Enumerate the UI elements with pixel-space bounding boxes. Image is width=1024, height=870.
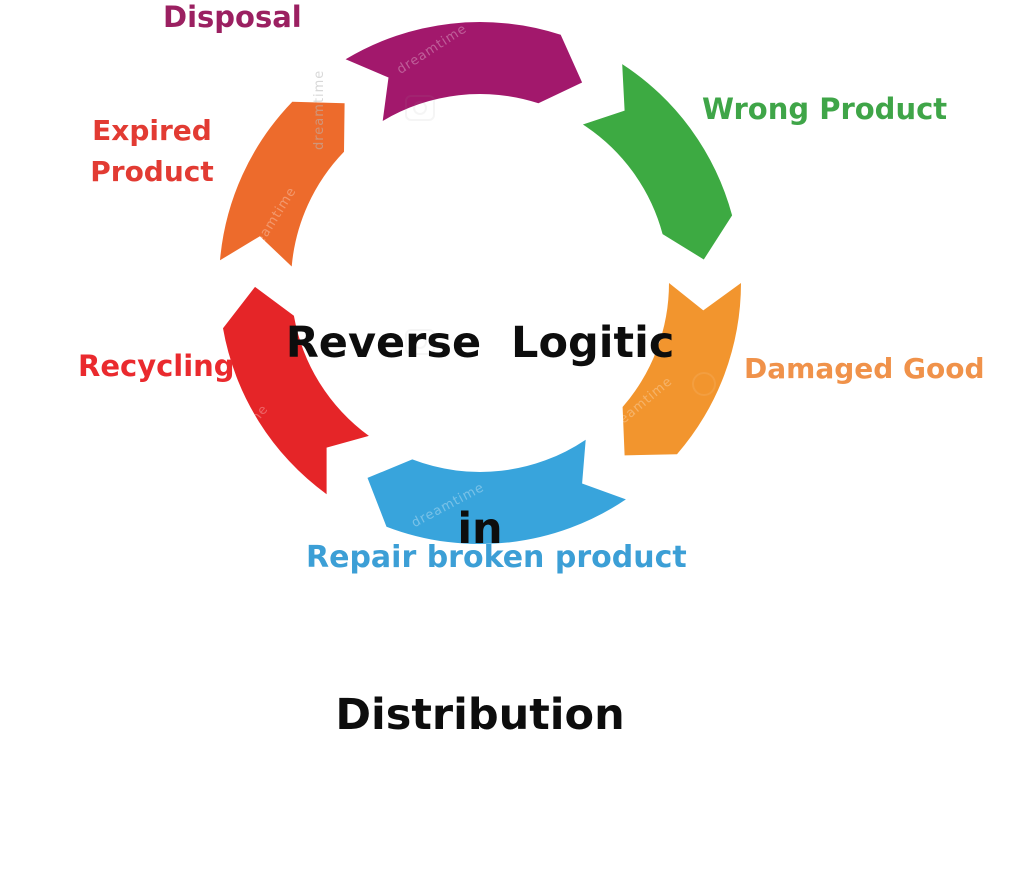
damaged-good-arrow: [622, 283, 741, 456]
title-line-1: Reverse Logitic: [285, 318, 675, 368]
title-line-3: Distribution: [335, 690, 625, 740]
watermark-logo-icon: [405, 95, 716, 396]
label-disposal: Disposal: [163, 0, 302, 34]
cycle-arrow-ring: [220, 22, 741, 545]
title-line-2: in: [457, 504, 503, 554]
repair-arrow: [367, 439, 626, 545]
wrong-product-arrow: [582, 64, 733, 260]
label-recycling: Recycling: [78, 349, 235, 383]
expired-product-arrow: [220, 101, 345, 267]
label-damaged-good: Damaged Good: [744, 352, 985, 385]
label-expired-product: Expired Product: [72, 110, 232, 192]
label-repair-broken-product: Repair broken product: [306, 540, 687, 575]
recycling-arrow: [223, 286, 369, 495]
label-expired-line1: Expired: [92, 114, 212, 147]
label-wrong-product: Wrong Product: [702, 92, 948, 126]
disposal-arrow: [345, 22, 583, 121]
diagram-canvas: Disposal Wrong Product Expired Product R…: [72, 0, 985, 740]
diagram-title: Reverse Logitic in Distribution: [278, 188, 682, 870]
label-expired-line2: Product: [90, 155, 214, 188]
